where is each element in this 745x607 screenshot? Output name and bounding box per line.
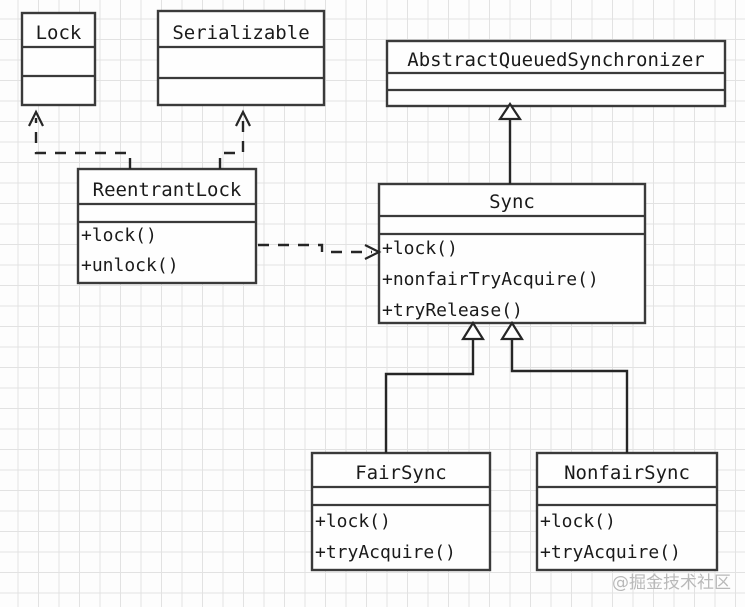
nonfairsync-class-name: NonfairSync [564, 462, 690, 484]
fairsync-sync-edge [384, 338, 475, 453]
sync-aqs-arrowhead-icon [497, 102, 523, 121]
nonfairsync-box-outline [535, 451, 719, 572]
serializable-class-name: Serializable [172, 22, 309, 44]
relation-sync-extends-aqs[interactable] [497, 102, 523, 184]
relation-reentrantlock-implements-serializable[interactable] [218, 109, 251, 169]
relation-nonfairsync-extends-sync[interactable] [500, 320, 629, 453]
fairsync-class-name: FairSync [355, 462, 447, 484]
sync-class-name: Sync [489, 191, 535, 213]
aqs-class-name: AbstractQueuedSynchronizer [407, 49, 704, 71]
sync-method-1: +nonfairTryAcquire() [382, 269, 599, 290]
nonfairsync-sync-arrowhead-icon [500, 320, 524, 341]
sync-method-0: +lock() [382, 238, 458, 259]
reentrantlock-lock-edge [34, 118, 132, 169]
serializable-box-outline [156, 9, 326, 107]
relation-reentrantlock-depends-sync[interactable] [258, 243, 382, 260]
reentrantlock-sync-edge [258, 243, 372, 254]
lock-box-outline [20, 11, 97, 107]
class-box-lock[interactable]: Lock [20, 11, 97, 107]
watermark-text: @掘金技术社区 [612, 573, 731, 593]
reentrantlock-method-1: +unlock() [81, 255, 179, 276]
class-box-nonfairsync[interactable]: NonfairSync +lock() +tryAcquire() [535, 451, 719, 572]
nonfairsync-method-0: +lock() [540, 511, 616, 532]
reentrantlock-class-name: ReentrantLock [93, 179, 242, 201]
relation-reentrantlock-implements-lock[interactable] [28, 109, 132, 169]
fairsync-method-1: +tryAcquire() [315, 542, 456, 563]
reentrantlock-serializable-edge [218, 118, 245, 169]
fairsync-box-outline [310, 451, 492, 572]
reentrantlock-serializable-arrowhead-icon [235, 109, 251, 127]
nonfairsync-sync-edge [510, 338, 629, 453]
sync-box-outline [377, 182, 647, 325]
nonfairsync-method-1: +tryAcquire() [540, 542, 681, 563]
reentrantlock-lock-arrowhead-icon [28, 109, 44, 127]
class-box-fairsync[interactable]: FairSync +lock() +tryAcquire() [310, 451, 492, 572]
class-box-abstractqueuedsynchronizer[interactable]: AbstractQueuedSynchronizer [385, 39, 727, 108]
lock-class-name: Lock [36, 22, 82, 44]
reentrantlock-method-0: +lock() [81, 225, 157, 246]
relation-fairsync-extends-sync[interactable] [384, 320, 485, 453]
sync-method-2: +tryRelease() [382, 300, 523, 321]
fairsync-method-0: +lock() [315, 511, 391, 532]
class-box-sync[interactable]: Sync +lock() +nonfairTryAcquire() +tryRe… [377, 182, 647, 325]
class-box-serializable[interactable]: Serializable [156, 9, 326, 107]
reentrantlock-sync-arrowhead-icon [364, 244, 382, 260]
class-box-reentrantlock[interactable]: ReentrantLock +lock() +unlock() [76, 167, 258, 285]
fairsync-sync-arrowhead-icon [461, 320, 485, 341]
reentrantlock-box-outline [76, 167, 258, 285]
